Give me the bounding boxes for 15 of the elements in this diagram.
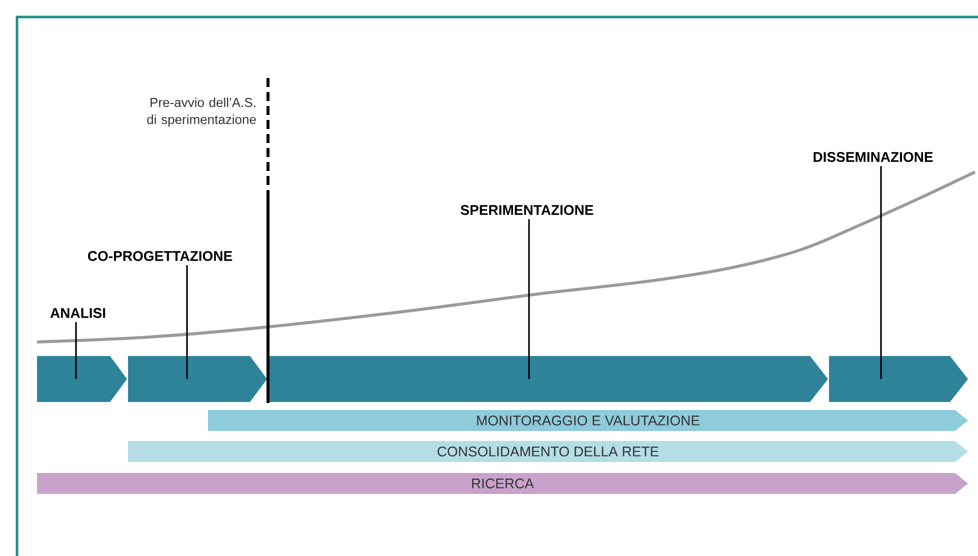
leader-line <box>528 219 530 379</box>
activity-bar: MONITORAGGIO E VALUTAZIONE <box>208 410 968 431</box>
milestone-note: Pre-avvio dell’A.S. di sperimentazione <box>147 98 256 127</box>
phase-label: CO-PROGETTAZIONE <box>88 251 232 261</box>
phase-block <box>128 356 267 402</box>
phase-label: DISSEMINAZIONE <box>814 152 933 162</box>
phase-label: SPERIMENTAZIONE <box>460 205 594 215</box>
activity-bar: CONSOLIDAMENTO DELLA RETE <box>128 441 968 462</box>
leader-line <box>186 265 188 379</box>
phase-block <box>37 356 127 402</box>
phase-block <box>829 356 968 402</box>
phase-label: ANALISI <box>50 308 106 318</box>
activity-bar: RICERCA <box>37 473 968 494</box>
leader-line <box>75 322 77 379</box>
leader-line <box>880 166 882 379</box>
